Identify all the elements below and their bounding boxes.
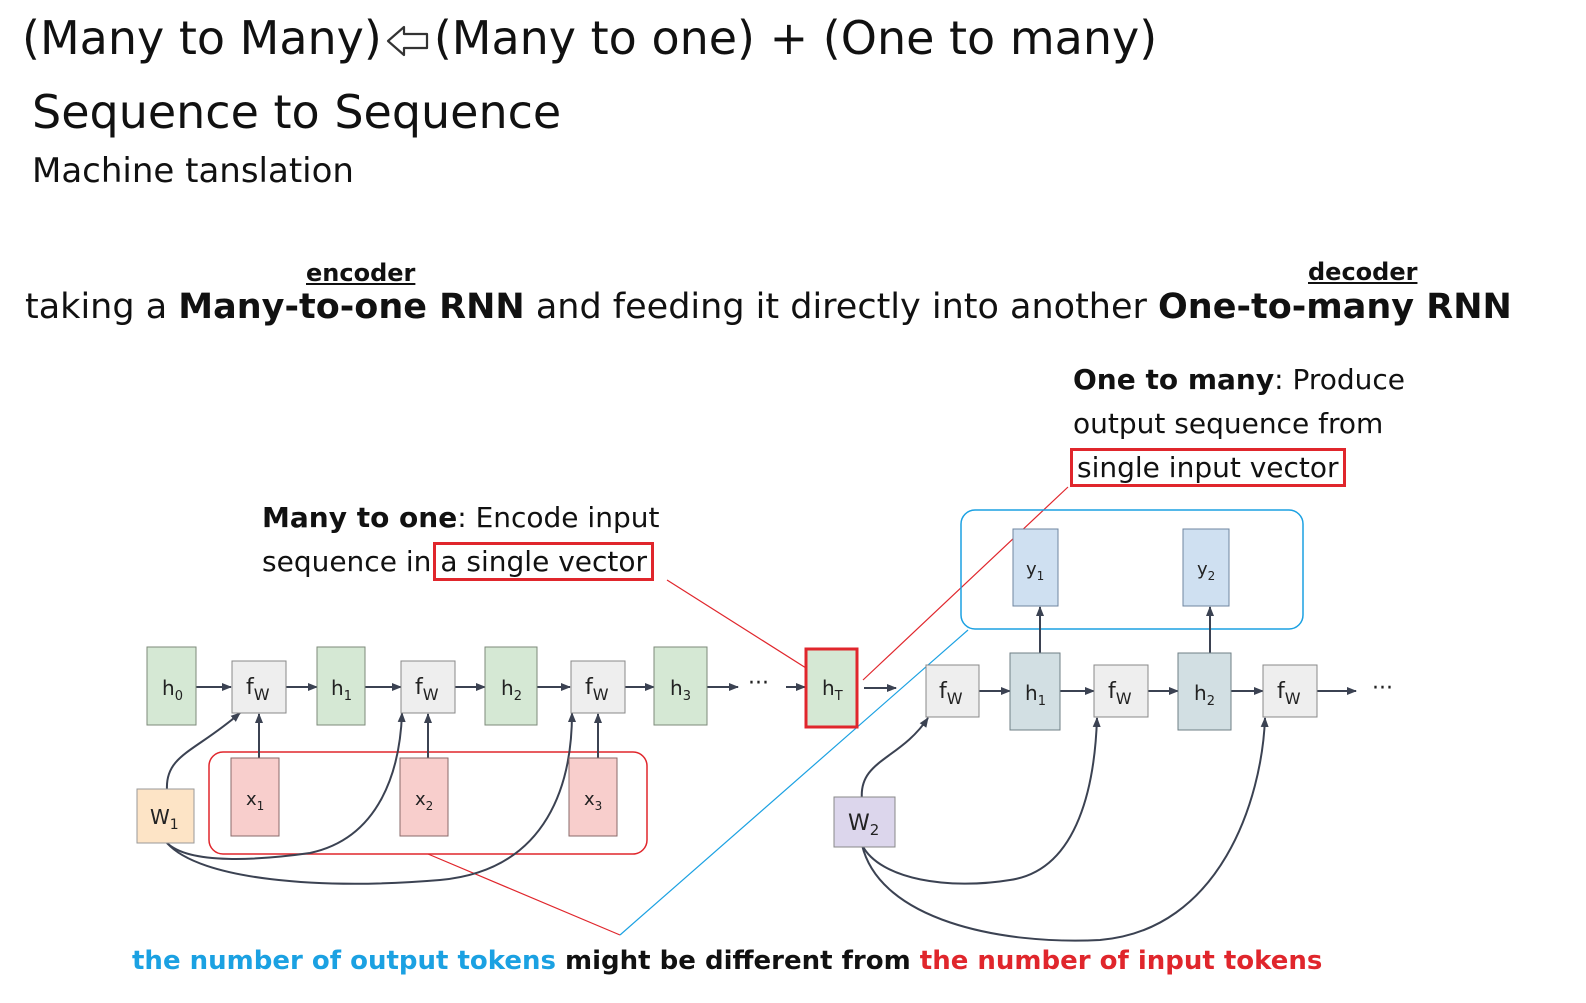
connector-single-input-vector bbox=[862, 486, 1069, 681]
encoder-ellipsis: ··· bbox=[748, 671, 769, 696]
node-fw2: fW bbox=[400, 660, 456, 714]
node-x1-label: x1 bbox=[246, 789, 264, 813]
node-h0-label: h0 bbox=[162, 676, 183, 704]
node-x2: x2 bbox=[399, 757, 449, 837]
node-x3: x3 bbox=[568, 757, 618, 837]
node-y1: y1 bbox=[1012, 528, 1059, 607]
node-fw3-label: fW bbox=[585, 675, 609, 704]
node-dh2: h2 bbox=[1177, 652, 1232, 731]
description-sentence: taking a Many-to-one RNN and feeding it … bbox=[25, 283, 1512, 331]
node-w1: W1 bbox=[136, 788, 195, 844]
node-x1: x1 bbox=[230, 757, 280, 837]
node-w1-label: W1 bbox=[150, 805, 179, 833]
node-h1: h1 bbox=[316, 646, 366, 726]
node-x2-label: x2 bbox=[415, 789, 433, 813]
subtitle-small: Machine tanslation bbox=[32, 151, 354, 191]
node-dh2-label: h2 bbox=[1194, 681, 1215, 709]
node-h3-label: h3 bbox=[670, 676, 691, 704]
connector-single-vector bbox=[666, 579, 807, 669]
node-h1-label: h1 bbox=[331, 676, 352, 704]
node-hT: hT bbox=[804, 647, 859, 729]
w2-to-fw3-curve bbox=[861, 717, 1269, 942]
w2-to-fw2-curve bbox=[861, 717, 1101, 885]
node-w2: W2 bbox=[833, 796, 896, 848]
note-left-line2: sequence in bbox=[262, 545, 432, 578]
node-dfw2: fW bbox=[1093, 664, 1149, 718]
sentence-part2: and feeding it directly into another bbox=[524, 287, 1159, 327]
note-right-bold: One to many bbox=[1073, 363, 1275, 396]
note-left-rest: : Encode input bbox=[457, 501, 660, 534]
w1-to-fw1-curve bbox=[165, 712, 241, 791]
note-left-boxed: a single vector bbox=[433, 542, 655, 581]
note-one-to-many: One to many: Produce output sequence fro… bbox=[1070, 358, 1406, 490]
sentence-bold-many-to-one: Many-to-one RNN bbox=[178, 287, 525, 327]
node-h0: h0 bbox=[146, 646, 197, 726]
node-w2-label: W2 bbox=[848, 811, 879, 839]
note-right-line2: output sequence from bbox=[1073, 407, 1384, 440]
node-h3: h3 bbox=[653, 646, 708, 726]
node-dh1-label: h1 bbox=[1025, 681, 1046, 709]
bottom-caption: the number of output tokens might be dif… bbox=[132, 942, 1322, 980]
sentence-bold-one-to-many: One-to-many RNN bbox=[1158, 287, 1512, 327]
node-h2: h2 bbox=[484, 646, 538, 726]
node-x3-label: x3 bbox=[584, 789, 602, 813]
decoder-label: decoder bbox=[1308, 258, 1418, 286]
w1-to-fw3-curve bbox=[166, 712, 576, 885]
node-dh1: h1 bbox=[1009, 652, 1061, 731]
node-y1-label: y1 bbox=[1026, 559, 1044, 583]
node-dfw3-label: fW bbox=[1277, 679, 1301, 708]
node-dfw2-label: fW bbox=[1108, 679, 1132, 708]
note-left-bold: Many to one bbox=[262, 501, 458, 534]
node-fw1: fW bbox=[231, 660, 287, 714]
node-h2-label: h2 bbox=[501, 676, 522, 704]
decoder-ellipsis: ··· bbox=[1372, 676, 1393, 701]
node-fw1-label: fW bbox=[246, 675, 270, 704]
sentence-part1: taking a bbox=[25, 287, 179, 327]
node-y2: y2 bbox=[1182, 528, 1230, 607]
page-title: (Many to Many) (Many to one) + (One to ma… bbox=[22, 8, 1157, 72]
title-many-to-many: (Many to Many) bbox=[22, 11, 382, 65]
output-tokens-group bbox=[960, 509, 1304, 630]
node-y2-label: y2 bbox=[1197, 559, 1215, 583]
node-dfw3: fW bbox=[1262, 664, 1318, 718]
title-many-to-one-plus-one-to-many: (Many to one) + (One to many) bbox=[433, 11, 1158, 65]
node-fw2-label: fW bbox=[415, 675, 439, 704]
w2-to-fw1-curve bbox=[860, 717, 929, 801]
w1-to-fw2-curve bbox=[166, 712, 406, 860]
node-hT-label: hT bbox=[822, 676, 843, 704]
connector-output-tokens bbox=[619, 629, 969, 936]
encoder-label: encoder bbox=[306, 259, 416, 287]
node-dfw1: fW bbox=[925, 664, 980, 718]
left-arrow-icon bbox=[386, 12, 430, 72]
note-right-rest: : Produce bbox=[1274, 363, 1406, 396]
caption-middle: might be different from bbox=[556, 946, 920, 976]
connector-input-tokens bbox=[427, 853, 621, 936]
caption-output-tokens: the number of output tokens bbox=[132, 946, 556, 976]
node-fw3: fW bbox=[570, 660, 626, 714]
subtitle: Sequence to Sequence bbox=[32, 85, 562, 139]
note-right-boxed: single input vector bbox=[1070, 448, 1346, 487]
node-dfw1-label: fW bbox=[939, 679, 963, 708]
caption-input-tokens: the number of input tokens bbox=[919, 946, 1323, 976]
